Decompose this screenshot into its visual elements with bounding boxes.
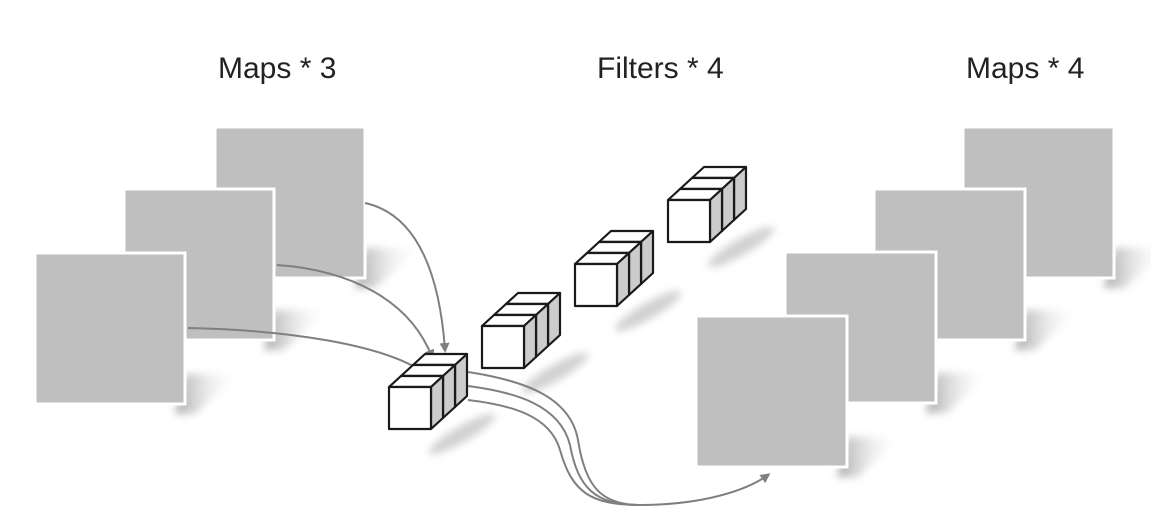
filter-slice-side [720,176,736,233]
input-map-1 [33,251,240,414]
filter-1 [387,352,496,455]
input-maps-group [33,125,420,414]
filter-slice-side [639,229,655,286]
filter-slice-front [573,262,619,308]
filter-4 [666,165,775,268]
filter-shadow [707,226,775,268]
input-maps-heading: Maps * 3 [218,52,336,85]
input-arrow-3 [187,327,423,372]
map-shadow [355,248,420,288]
filter-slice-side [429,374,445,431]
filter-slice-side [615,251,631,308]
filters-group [387,165,775,455]
map-shadow [926,373,991,413]
filter-slice-side [732,165,748,222]
filter-slice-front [480,324,526,370]
map-shadow [175,374,240,414]
map-shadow [1015,310,1080,350]
output-maps-group [694,125,1151,477]
filter-3 [573,229,682,332]
feature-map [694,314,849,469]
output-arrow-3 [467,399,641,506]
input-arrow-2 [276,264,435,360]
filter-2 [480,291,589,394]
filters-heading: Filters * 4 [597,52,724,85]
output-maps-heading: Maps * 4 [966,52,1084,85]
filter-shadow [428,413,496,455]
filter-slice-side [522,313,538,370]
filter-shadow [614,290,682,332]
output-arrows-group [467,371,771,506]
filter-slice-side [546,291,562,348]
filter-slice-front [666,198,712,244]
filter-slice-side [627,240,643,297]
output-arrow-1 [467,371,641,506]
input-arrow-1 [364,202,450,353]
feature-map [33,251,187,406]
filter-slice-side [708,187,724,244]
output-map-1 [694,314,902,477]
filter-slice-side [534,302,550,359]
map-shadow [1104,248,1151,288]
output-arrow-2 [467,385,641,506]
filter-slice-side [453,352,469,409]
map-shadow [264,310,329,350]
filter-shadow [521,352,589,394]
map-shadow [837,437,902,477]
input-arrows-group [187,202,450,372]
filter-slice-side [441,363,457,420]
filter-slice-front [387,385,433,431]
output-arrow-head [639,473,771,506]
